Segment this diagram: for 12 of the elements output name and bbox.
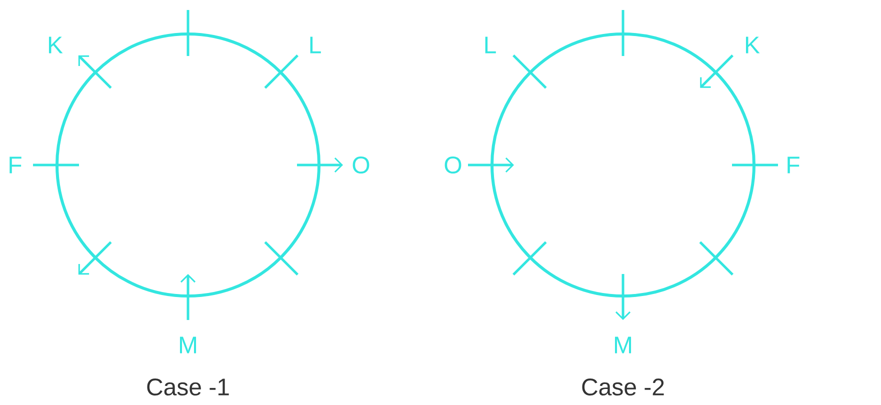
person-letter: O <box>444 156 462 174</box>
person-letter: M <box>614 336 632 354</box>
person-letter: F <box>10 156 22 174</box>
person-letter: K <box>746 36 760 54</box>
person-letter: K <box>48 36 63 54</box>
person-letter: L <box>485 36 496 54</box>
person-letter: O <box>352 156 370 174</box>
case-caption: Case -1 <box>147 378 229 396</box>
person-letter: M <box>180 336 196 354</box>
case-caption: Case -2 <box>582 378 664 396</box>
person-letter: L <box>310 36 321 54</box>
person-letter: F <box>788 156 800 174</box>
